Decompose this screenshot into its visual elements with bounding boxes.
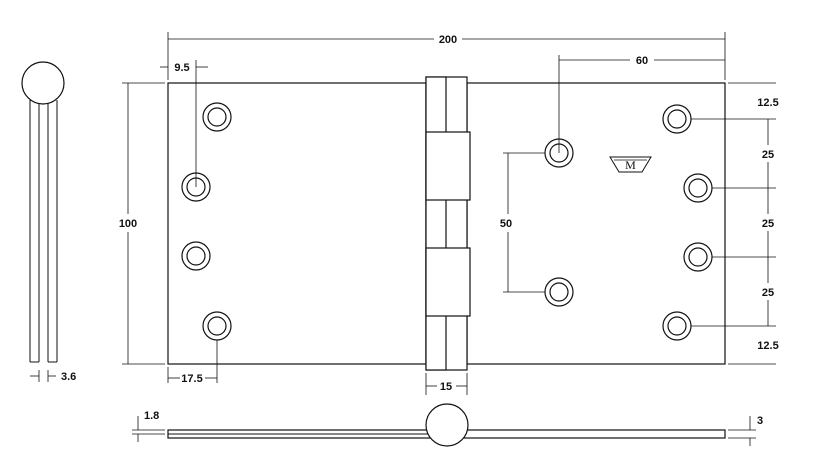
dim-pitch-3: 25: [762, 287, 774, 299]
logo-letter: M: [625, 158, 636, 172]
dimension-lines: 200 9.5 60 100 50 12.5 25: [119, 32, 779, 395]
dim-pitch-2: 25: [762, 218, 774, 230]
screw-hole: [544, 277, 574, 307]
dim-total-width: 200: [439, 34, 457, 46]
screw-hole: [202, 102, 232, 132]
dim-center-offset: 60: [636, 55, 648, 67]
screw-hole: [683, 173, 713, 203]
screw-hole: [662, 311, 692, 341]
dim-knuckle: 15: [440, 381, 452, 393]
dim-top-offset: 9.5: [174, 62, 189, 74]
side-knuckle-circle: [21, 61, 65, 105]
m-logo: M: [609, 156, 652, 173]
dim-pitch-1: 25: [762, 149, 774, 161]
screw-hole: [181, 241, 211, 271]
dim-height: 100: [119, 218, 137, 230]
right-screw-holes: [544, 104, 713, 341]
dim-leaf-thickness: 1.8: [144, 410, 159, 422]
bottom-view: 1.8 3: [132, 403, 763, 447]
screw-hole: [202, 311, 232, 341]
dim-total-thickness: 3: [757, 415, 763, 427]
bottom-knuckle-circle: [425, 403, 469, 447]
dim-edge-top: 12.5: [757, 97, 778, 109]
dim-center-gap: 50: [500, 218, 512, 230]
screw-hole: [683, 242, 713, 272]
dim-side-gap: 3.6: [61, 371, 76, 383]
dim-edge-bottom: 12.5: [757, 340, 778, 352]
side-view: 3.6: [21, 61, 76, 383]
dim-side-offset: 17.5: [181, 373, 202, 385]
screw-hole: [662, 104, 692, 134]
knuckle-segments: [425, 76, 471, 371]
front-view: M: [167, 76, 726, 371]
